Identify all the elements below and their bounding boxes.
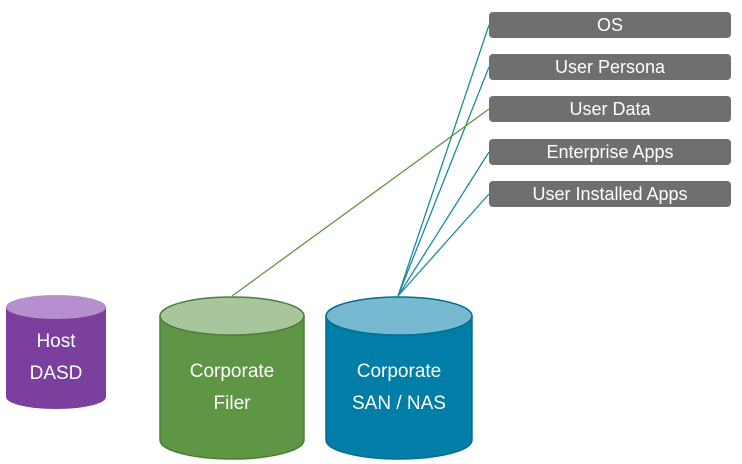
host-dasd-label: Host DASD <box>6 326 106 390</box>
san-top <box>325 296 473 336</box>
host-dasd-label-line2: DASD <box>29 363 83 384</box>
host-dasd-cylinder <box>6 295 106 409</box>
connector-user-data-filer <box>231 108 490 297</box>
label-os: OS <box>489 12 731 38</box>
corporate-san-nas-label-line2: SAN / NAS <box>352 393 446 414</box>
label-user-data: User Data <box>489 96 731 122</box>
connector-lines <box>231 24 490 297</box>
filer-top <box>159 296 305 336</box>
host-dasd-top <box>6 295 106 319</box>
host-dasd-label-line1: Host <box>36 331 76 352</box>
connector-user-installed-apps-san <box>397 193 490 297</box>
connector-os-san <box>397 24 490 297</box>
label-user-persona: User Persona <box>489 54 731 80</box>
host-dasd-body <box>6 307 106 409</box>
label-enterprise-apps: Enterprise Apps <box>489 139 731 165</box>
corporate-filer-cylinder <box>159 296 305 460</box>
corporate-san-nas-label-line1: Corporate <box>356 361 442 382</box>
filer-body <box>159 315 305 460</box>
label-user-installed-apps: User Installed Apps <box>489 181 731 207</box>
corporate-san-nas-cylinder <box>325 296 473 460</box>
corporate-filer-label: Corporate Filer <box>160 356 304 420</box>
connector-user-persona-san <box>397 66 490 297</box>
connector-enterprise-apps-san <box>397 151 490 297</box>
corporate-filer-label-line1: Corporate <box>189 361 275 382</box>
corporate-san-nas-label: Corporate SAN / NAS <box>326 356 472 420</box>
san-body <box>325 315 473 460</box>
corporate-filer-label-line2: Filer <box>213 393 251 414</box>
